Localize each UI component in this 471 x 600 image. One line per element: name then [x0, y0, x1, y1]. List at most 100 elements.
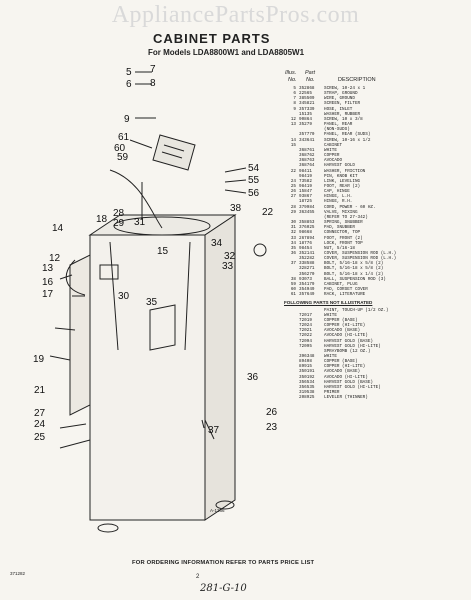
- part-description: BOLT, 5/16-18 x 5/8 (2): [324, 266, 384, 272]
- illus-number: 26: [290, 189, 296, 195]
- part-number: 379984: [299, 204, 315, 210]
- callout-30: 30: [118, 291, 130, 302]
- part-description: SCREW, 10-16 x 1/2: [324, 137, 371, 143]
- illus-number: 22: [290, 168, 296, 174]
- part-description: AVOCADO: [324, 158, 343, 164]
- callout-61: 61: [118, 132, 130, 143]
- part-description: BOLT, 5/16-18 x 5/8 (2): [324, 261, 384, 267]
- part-description: SCREW, 10 x 3/8: [324, 116, 363, 122]
- part-number: 352282: [299, 256, 315, 262]
- part-description: WIRE, GROUND: [324, 96, 355, 102]
- illus-number: 15: [290, 142, 296, 148]
- callout-25: 25: [34, 432, 46, 443]
- part-description: CABINET, PLUG: [324, 281, 358, 287]
- illus-number: 8: [293, 101, 296, 107]
- part-description: SCREW, 10-24 x 1: [324, 86, 366, 91]
- part-number: 357770: [299, 132, 315, 138]
- ordering-footer: FOR ORDERING INFORMATION REFER TO PARTS …: [132, 560, 315, 566]
- callout-36: 36: [247, 372, 259, 383]
- part-description: CORD, POWER - 60 HZ.: [324, 204, 376, 210]
- figure-id: A-1286: [210, 508, 225, 513]
- part-number: 319538: [299, 390, 315, 396]
- not-illustrated-row: 72017 WHITE: [284, 313, 454, 318]
- illus-number: 25: [290, 183, 296, 189]
- part-number: 18776: [299, 240, 312, 246]
- part-number: 354179: [299, 281, 315, 287]
- illus-blank: [284, 395, 299, 400]
- illus-number: 29: [290, 209, 296, 215]
- callout-37: 37: [208, 425, 220, 436]
- callout-17: 17: [42, 289, 54, 300]
- part-description: (REFER TO 27-342): [324, 214, 368, 220]
- illus-number: 9: [293, 106, 296, 112]
- part-description: CONNECTOR, TOP: [324, 230, 361, 236]
- illus-number: 38: [290, 276, 296, 282]
- part-description: HINGE, R.H.: [324, 199, 353, 205]
- part-number: 72017: [299, 312, 312, 318]
- callout-33: 33: [222, 261, 234, 272]
- part-description: HOSE, INLET: [324, 106, 353, 112]
- callout-35: 35: [146, 297, 158, 308]
- col-part-no-header: No.: [306, 77, 315, 83]
- illus-number: 31: [290, 225, 296, 231]
- illus-number: 7: [293, 96, 296, 102]
- part-description: AVOCADO (BASE): [324, 369, 361, 375]
- part-description: LINK, LEVELING: [324, 178, 361, 184]
- part-description: SCREEN, FILTER: [324, 101, 361, 107]
- callout-29: 29: [113, 218, 125, 229]
- illus-number: 6: [293, 91, 296, 97]
- illus-number: 35: [290, 245, 296, 251]
- part-description: AVOCADO (HI-LITE): [324, 333, 368, 339]
- callout-55: 55: [248, 175, 260, 186]
- part-number: 98668: [299, 230, 312, 236]
- parts-row: (REFER TO 27-342): [284, 215, 454, 220]
- part-description: WASHER, RUBBER: [324, 111, 361, 117]
- page-title: CABINET PARTS: [153, 31, 271, 46]
- part-number: 368761: [299, 147, 315, 153]
- part-description: SPRAYBOMB (12 OZ.): [324, 348, 371, 354]
- col-desc-header: DESCRIPTION: [338, 77, 376, 83]
- not-illustrated-heading: FOLLOWING PARTS NOT ILLUSTRATED: [284, 300, 373, 306]
- part-number: 72095: [299, 343, 312, 349]
- part-description: SPRING, SNUBBER: [324, 220, 363, 226]
- part-number: 72021: [299, 328, 312, 334]
- part-number: 357339: [299, 106, 315, 112]
- not-illustrated-row: PAINT, TOUCH-UP (1/2 OZ.): [284, 308, 454, 313]
- part-number: 72094: [299, 338, 312, 344]
- callout-14: 14: [52, 223, 64, 234]
- part-description: WHITE: [324, 312, 337, 318]
- part-description: PAD, SNUBBER: [324, 225, 355, 231]
- callout-24: 24: [34, 419, 46, 430]
- document-number: 371282: [10, 571, 26, 576]
- callout-59: 59: [117, 152, 129, 163]
- part-number: 72019: [299, 317, 312, 323]
- callout-38: 38: [230, 203, 242, 214]
- part-description: PAINT, TOUCH-UP (1/2 OZ.): [324, 307, 389, 313]
- illus-number: 28: [290, 204, 296, 210]
- illus-number: 59: [290, 281, 296, 287]
- illus-number: 14: [290, 137, 296, 143]
- part-number: 345821: [299, 101, 315, 107]
- part-number: 356534: [299, 379, 315, 385]
